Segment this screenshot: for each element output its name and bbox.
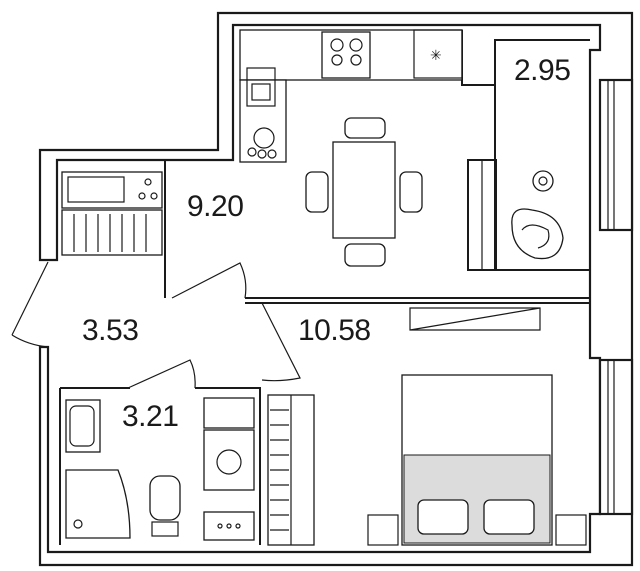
chair	[399, 171, 423, 213]
bathroom-area-label: 3.21	[122, 400, 178, 433]
fridge-snowflake-icon: ✳	[430, 48, 442, 64]
bathroom-wall	[60, 387, 261, 545]
burner-icon	[350, 54, 362, 66]
balcony-window	[598, 78, 634, 232]
balcony-furniture	[511, 170, 564, 260]
stove	[321, 31, 371, 79]
balcony-area-label: 2.95	[514, 54, 570, 87]
nightstand	[555, 514, 587, 546]
bedroom-door	[261, 302, 301, 382]
chair	[344, 117, 386, 139]
kitchen-furniture: ✳	[239, 29, 463, 163]
chair	[344, 243, 386, 267]
burner-icon	[331, 54, 343, 66]
side-table	[532, 170, 554, 192]
kitchen-door	[171, 262, 247, 299]
outer-walls	[38, 11, 634, 567]
wardrobe	[61, 209, 163, 256]
washer-drum-icon	[253, 127, 275, 149]
washing-machine	[203, 429, 255, 491]
kitchen-area-label: 9.20	[187, 190, 243, 223]
burner-icon	[349, 38, 363, 52]
bathroom-fixtures	[65, 397, 255, 541]
hall-wardrobe	[61, 171, 163, 256]
armchair	[511, 208, 564, 260]
dining-table	[305, 117, 423, 267]
burner-icon	[330, 38, 344, 52]
bathroom-door	[127, 359, 196, 389]
bed	[367, 374, 587, 546]
pillow	[483, 499, 535, 535]
table-top	[332, 141, 396, 239]
bathroom-cabinet	[203, 397, 255, 429]
bedroom-wardrobe	[267, 394, 315, 546]
tv-unit	[409, 307, 541, 331]
sink	[246, 67, 276, 107]
entrance-door	[11, 261, 49, 348]
bedroom-area-label: 10.58	[298, 314, 371, 347]
interior-walls	[59, 30, 590, 545]
outer-wall	[38, 11, 634, 567]
doors	[11, 261, 301, 389]
bedroom-window	[598, 358, 634, 516]
boiler	[203, 511, 255, 541]
hall-area-label: 3.53	[82, 314, 138, 347]
pillow	[417, 499, 469, 535]
shower-tray	[65, 469, 131, 539]
toilet	[149, 475, 181, 521]
fridge	[413, 29, 463, 79]
chair	[305, 171, 329, 213]
nightstand	[367, 514, 399, 546]
